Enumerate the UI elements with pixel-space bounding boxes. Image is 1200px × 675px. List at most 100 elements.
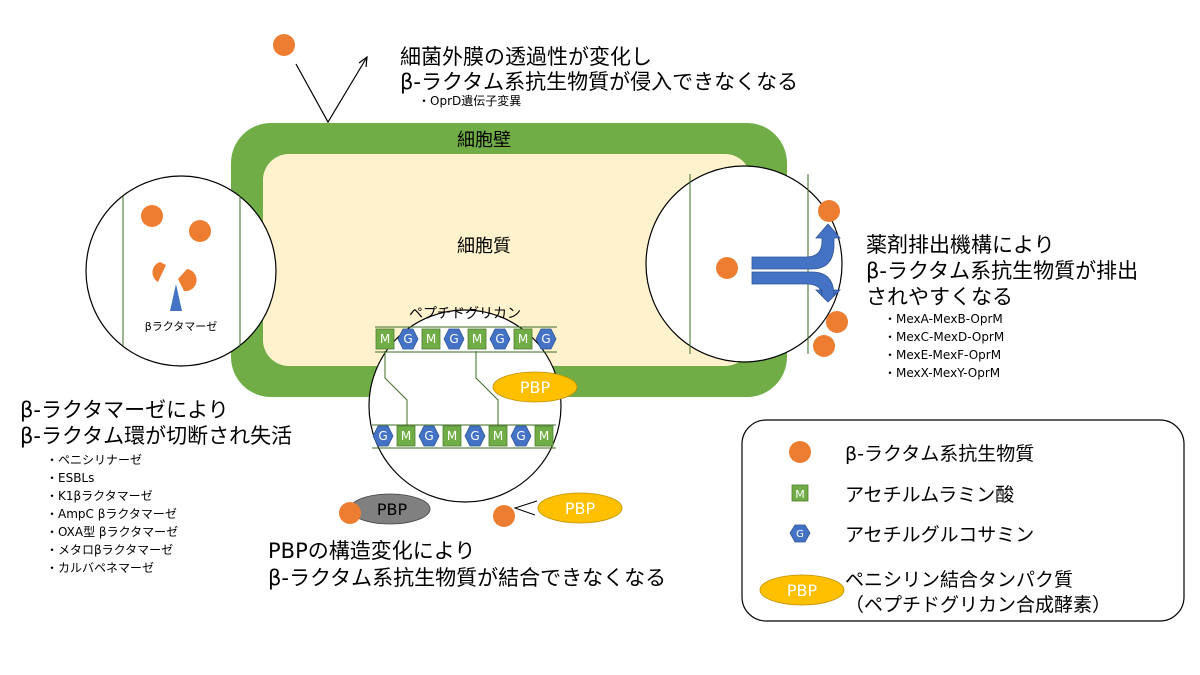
pbp-change-text-line2: β-ラクタム系抗生物質が結合できなくなる — [268, 566, 667, 590]
glucosamine-unit: G — [510, 425, 532, 447]
glucosamine-unit: G — [464, 425, 486, 447]
muramic-acid-unit: M — [375, 328, 395, 350]
lactamase-bullet: ・カルバペネマーゼ — [46, 561, 155, 575]
muramic-acid-unit: M — [534, 425, 554, 447]
muramic-acid-unit: M — [467, 328, 487, 350]
muramic-acid-letter: M — [518, 332, 528, 346]
lactamase-bullet: ・AmpC βラクタマーゼ — [46, 507, 177, 521]
antibiotic-icon — [813, 335, 835, 357]
antibiotic-icon — [189, 220, 211, 242]
muramic-acid-unit: M — [488, 425, 508, 447]
pbp-label: PBP — [520, 378, 551, 397]
legend-antibiotic-label: β-ラクタム系抗生物質 — [845, 443, 1035, 465]
lactamase-bullet: ・ペニシリナーゼ — [46, 453, 143, 467]
muramic-acid-letter: M — [380, 332, 390, 346]
glucosamine-letter: G — [424, 429, 433, 443]
legend-pbp-label: ペニシリン結合タンパク質 — [845, 569, 1074, 591]
lactamase-bullet: ・OXA型 βラクタマーゼ — [46, 525, 179, 539]
cell-wall-label: 細胞壁 — [457, 130, 511, 151]
glucosamine-unit: G — [443, 328, 465, 350]
altered-pbp-label: PBP — [377, 500, 408, 519]
cytoplasm — [263, 154, 751, 366]
muramic-acid-unit: M — [513, 328, 533, 350]
efflux-text-line3: されやすくなる — [866, 285, 1013, 309]
glucosamine-letter: G — [541, 332, 550, 346]
beta-lactamase-zoom: βラクタマーゼ — [85, 175, 277, 367]
muramic-acid-unit: M — [421, 328, 441, 350]
muramic-acid-icon — [791, 484, 809, 502]
efflux-bullet: ・MexC-MexD-OprM — [884, 330, 1005, 344]
muramic-acid-letter: M — [447, 429, 457, 443]
beta-lactamase-label: βラクタマーゼ — [145, 320, 218, 333]
antibiotic-icon — [818, 200, 840, 222]
muramic-acid-unit: M — [442, 425, 462, 447]
antibiotic-icon — [493, 505, 515, 527]
cleaved-antibiotic-right — [178, 269, 197, 292]
deflection-arrow — [295, 55, 368, 124]
lactamase-bullet: ・ESBLs — [46, 471, 95, 485]
pbp-label: PBP — [565, 499, 596, 518]
beta-lactamase-enzyme — [170, 284, 182, 311]
efflux-bullet: ・MexX-MexY-OprM — [884, 366, 1001, 380]
peptidoglycan-label: ペプチドグリカン — [409, 306, 521, 322]
pbp-label: PBP — [787, 581, 818, 600]
legend-box — [741, 419, 1185, 622]
glucosamine-unit: G — [418, 425, 440, 447]
muramic-acid-icon-letter: M — [795, 488, 805, 501]
pbp-change-text-line1: PBPの構造変化により — [268, 539, 476, 563]
lactamase-bullet: ・K1βラクタマーゼ — [46, 489, 153, 503]
efflux-text-line1: 薬剤排出機構により — [866, 233, 1055, 257]
glucosamine-letter: G — [403, 332, 412, 346]
cleaved-antibiotic-left — [152, 262, 166, 282]
pbp-icon — [759, 574, 845, 606]
glucosamine-unit: G — [397, 328, 419, 350]
glucosamine-icon-letter: G — [796, 529, 804, 540]
efflux-text-line2: β-ラクタム系抗生物質が排出 — [866, 259, 1139, 283]
glucosamine-unit: G — [372, 425, 394, 447]
peptide-crosslink — [475, 351, 499, 426]
porin-bullet-list: ・OprD遺伝子変異 — [418, 92, 521, 110]
pbp-icon — [492, 371, 578, 403]
legend-glucosamine-label: アセチルグルコサミン — [845, 524, 1035, 546]
porin-bullet: ・OprD遺伝子変異 — [418, 94, 522, 108]
efflux-arrow — [751, 223, 841, 270]
pbp-icon — [537, 492, 623, 524]
lactamase-text-line1: β-ラクタマーゼにより — [20, 398, 229, 422]
cytoplasm-label: 細胞質 — [457, 236, 511, 257]
glucosamine-letter: G — [449, 332, 458, 346]
lactamase-text-line2: β-ラクタム環が切断され失活 — [20, 424, 293, 448]
no-binding-mark — [513, 500, 538, 516]
efflux-arrow — [751, 271, 841, 303]
glucosamine-letter: G — [378, 429, 387, 443]
lactamase-bullet: ・メタロβラクタマーゼ — [46, 543, 174, 557]
glucosamine-unit: G — [535, 328, 557, 350]
glucosamine-unit: G — [489, 328, 511, 350]
legend-muramic-acid-label: アセチルムラミン酸 — [845, 484, 1015, 506]
legend-pbp-sublabel: （ペプチドグリカン合成酵素） — [845, 594, 1112, 616]
porin-text-line1: 細菌外膜の透過性が変化し — [400, 45, 652, 69]
antibiotic-icon — [141, 205, 163, 227]
efflux-bullet: ・MexA-MexB-OprM — [884, 312, 1003, 326]
muramic-acid-unit: M — [396, 425, 416, 447]
efflux-bullet-list: ・MexA-MexB-OprM ・MexC-MexD-OprM ・MexE-Me… — [884, 310, 1004, 382]
glucosamine-letter: G — [516, 429, 525, 443]
peptide-crosslink — [384, 351, 408, 426]
antibiotic-icon — [273, 34, 295, 56]
glucosamine-letter: G — [470, 429, 479, 443]
muramic-acid-letter: M — [401, 429, 411, 443]
glucosamine-icon — [789, 524, 811, 543]
muramic-acid-letter: M — [493, 429, 503, 443]
antibiotic-icon — [716, 257, 738, 279]
muramic-acid-letter: M — [539, 429, 549, 443]
efflux-bullet: ・MexE-MexF-OprM — [884, 348, 1002, 362]
lactamase-bullet-list: ・ペニシリナーゼ ・ESBLs ・K1βラクタマーゼ ・AmpC βラクタマーゼ… — [46, 451, 178, 577]
muramic-acid-letter: M — [426, 332, 436, 346]
glucosamine-letter: G — [495, 332, 504, 346]
muramic-acid-letter: M — [472, 332, 482, 346]
antibiotic-icon — [826, 311, 848, 333]
antibiotic-icon — [339, 502, 361, 524]
efflux-zoom — [645, 165, 843, 363]
